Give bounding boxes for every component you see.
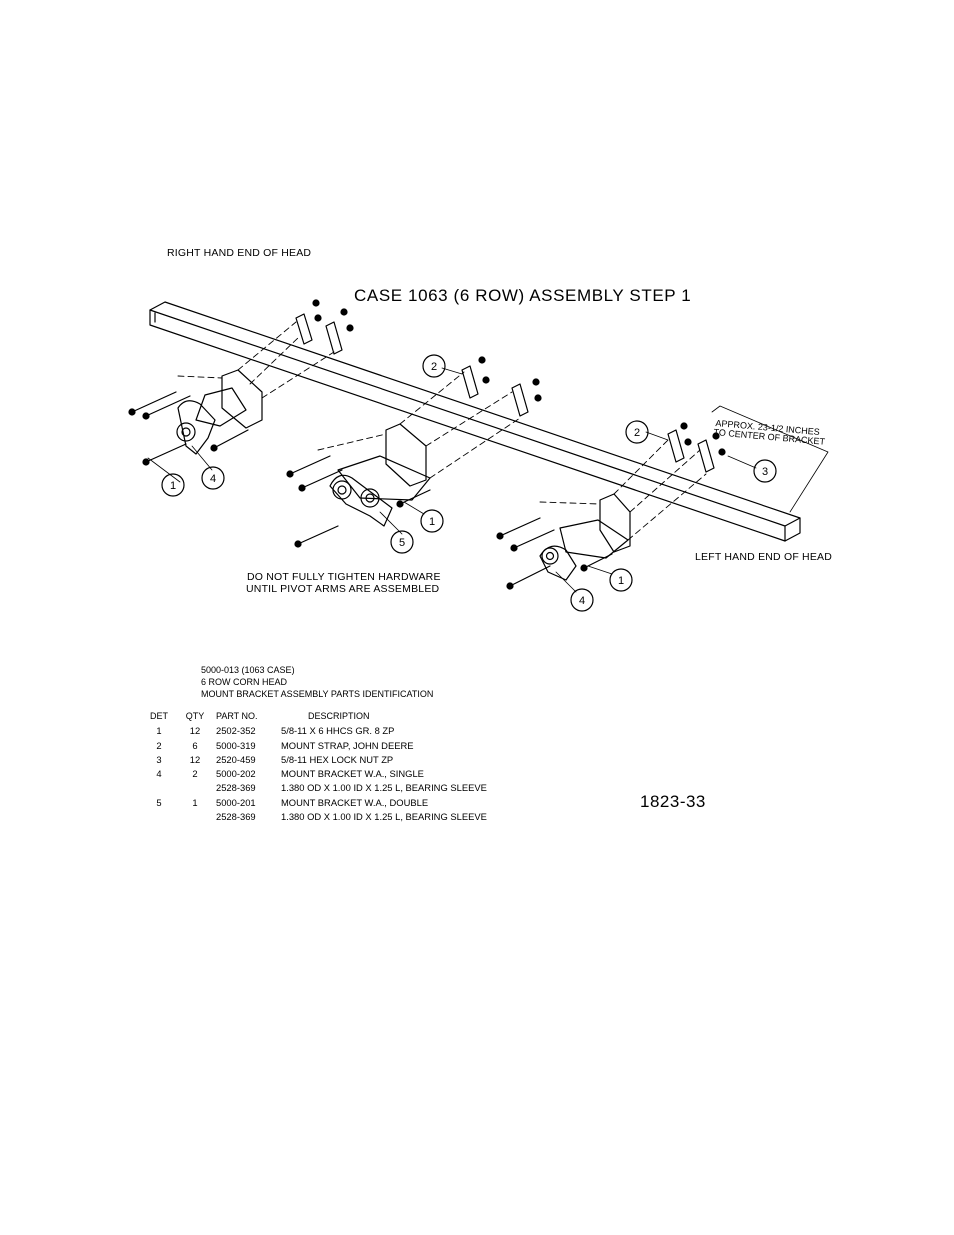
left-hand-end-label: LEFT HAND END OF HEAD <box>695 551 833 563</box>
header-qty: QTY <box>185 711 205 721</box>
row-det: 5 <box>156 796 162 808</box>
row-part: 2528-369 <box>216 782 256 794</box>
balloon-3: 3 <box>762 466 768 478</box>
row-qty: 2 <box>192 768 198 780</box>
mount-straps-right <box>295 299 354 355</box>
row-part: 2528-369 <box>216 811 256 823</box>
row-desc: 5/8-11 HEX LOCK NUT ZP <box>281 753 394 765</box>
balloon-leaders <box>147 367 757 593</box>
row-desc: 1.380 OD X 1.00 ID X 1.25 L, BEARING SLE… <box>281 811 487 823</box>
square-tube-beam <box>149 301 801 542</box>
bolts-left-end <box>496 517 613 590</box>
mount-bracket-double <box>329 423 431 527</box>
balloon-4-left: 4 <box>579 595 585 607</box>
drawing-number: 1823-33 <box>640 792 706 811</box>
balloon-5: 5 <box>399 537 405 549</box>
callout-balloons <box>161 354 777 612</box>
row-part: 2502-352 <box>216 725 256 737</box>
balloon-1: 1 <box>170 480 176 492</box>
balloon-2-left: 2 <box>634 427 640 439</box>
balloon-2: 2 <box>431 361 437 373</box>
warning-line1: DO NOT FULLY TIGHTEN HARDWARE <box>247 571 441 583</box>
right-hand-end-label: RIGHT HAND END OF HEAD <box>167 247 312 259</box>
row-part: 5000-202 <box>216 768 256 780</box>
header-det: DET <box>150 711 168 721</box>
row-det: 2 <box>156 739 162 751</box>
row-part: 5000-319 <box>216 739 256 751</box>
row-det: 3 <box>156 753 162 765</box>
mount-bracket-single-left <box>539 493 631 581</box>
balloon-1-left: 1 <box>618 575 624 587</box>
row-part: 2520-459 <box>216 753 256 765</box>
row-qty: 12 <box>189 753 201 765</box>
row-qty: 6 <box>192 739 198 751</box>
header-description: DESCRIPTION <box>308 711 370 721</box>
assembly-number: 5000-013 (1063 CASE) <box>201 665 295 675</box>
row-desc: 5/8-11 X 6 HHCS GR. 8 ZP <box>281 725 395 737</box>
bolts-right-end <box>128 391 249 466</box>
mount-straps-middle <box>461 356 542 417</box>
row-det: 1 <box>156 725 162 737</box>
balloon-4: 4 <box>210 473 216 485</box>
bolts-middle <box>286 455 431 548</box>
row-desc: 1.380 OD X 1.00 ID X 1.25 L, BEARING SLE… <box>281 782 487 794</box>
drawing-title: CASE 1063 (6 ROW) ASSEMBLY STEP 1 <box>354 286 692 305</box>
row-qty: 1 <box>192 796 198 808</box>
row-qty: 12 <box>189 725 201 737</box>
row-part: 5000-201 <box>216 796 256 808</box>
row-det: 4 <box>156 768 162 780</box>
mount-bracket-single-right <box>176 369 263 455</box>
mount-straps-left <box>667 422 726 473</box>
warning-line2: UNTIL PIVOT ARMS ARE ASSEMBLED <box>246 583 440 595</box>
assembly-subtitle: 6 ROW CORN HEAD <box>201 677 288 687</box>
header-part: PART NO. <box>216 711 258 721</box>
row-desc: MOUNT BRACKET W.A., DOUBLE <box>281 796 429 808</box>
row-desc: MOUNT BRACKET W.A., SINGLE <box>281 768 424 780</box>
row-desc: MOUNT STRAP, JOHN DEERE <box>281 739 414 751</box>
balloon-1-middle: 1 <box>429 516 435 528</box>
assembly-caption: MOUNT BRACKET ASSEMBLY PARTS IDENTIFICAT… <box>201 689 434 699</box>
